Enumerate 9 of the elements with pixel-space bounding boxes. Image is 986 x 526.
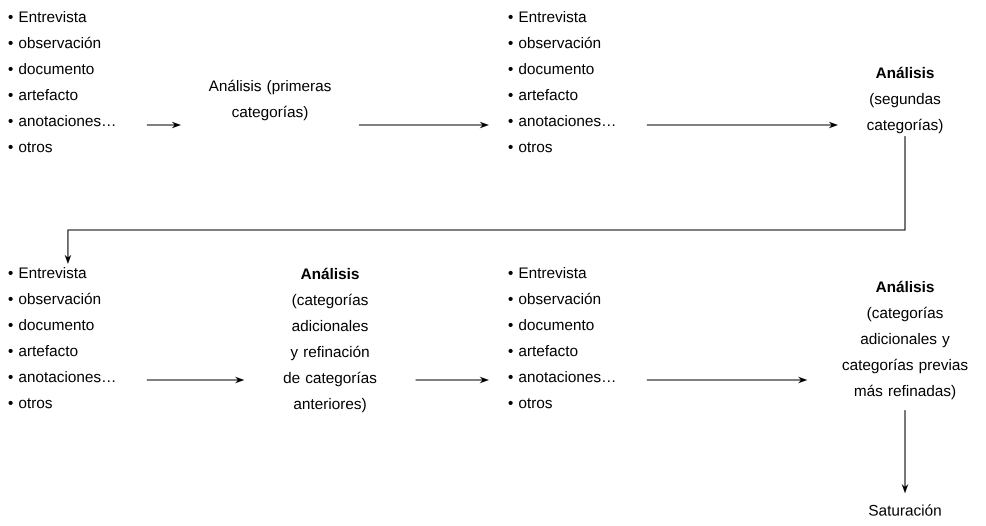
analysis-text: Análisis (categorías adicionales y refinación de categorías anteriores) <box>284 268 376 412</box>
bullet-list: • Entrevista • observación • documento • artefacto • anotaciones… • otros <box>8 266 114 408</box>
bullet-list: • Entrevista • observación • documento • artefacto • anotaciones… • otros <box>508 10 614 152</box>
analysis-text: Análisis (primeras categorías) <box>208 80 331 120</box>
bullet-list: • Entrevista • observación • documento • artefacto • anotaciones… • otros <box>8 10 114 152</box>
bullet-list: • Entrevista • observación • documento • artefacto • anotaciones… • otros <box>508 266 614 408</box>
analysis-text: Saturación <box>869 504 941 516</box>
analysis-text: Análisis (segundas categorías) <box>867 66 942 134</box>
analysis-text: Análisis (categorías adicionales y categorías previas más refinadas) <box>842 280 968 400</box>
